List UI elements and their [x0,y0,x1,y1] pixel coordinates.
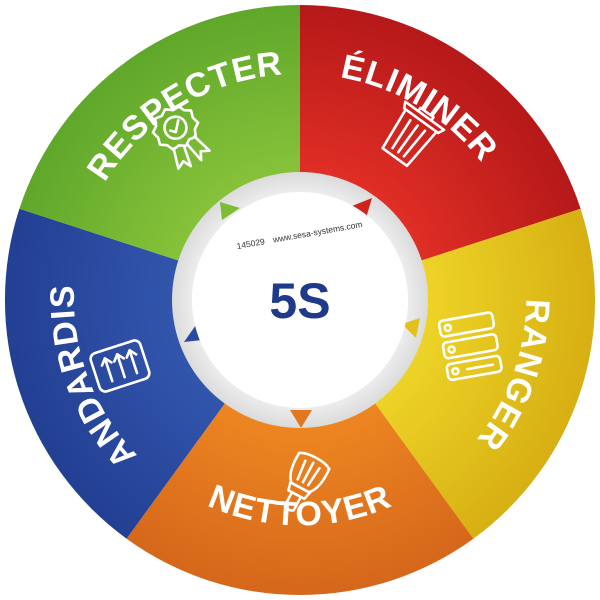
standard-board-icon [89,339,151,393]
arrow-marker-orange [290,410,312,428]
center-code: 145029 [236,236,266,251]
center-title: 5S [269,273,330,329]
arrow-marker-green [220,202,240,220]
trash-bin-icon [381,100,446,168]
segment-nettoyer [126,300,474,596]
center-disc [192,192,408,408]
paint-brush-icon [283,451,331,512]
arrow-marker-yellow [402,318,420,338]
binders-icon [437,311,503,382]
arrow-marker-red [352,198,372,218]
award-ribbon-icon [151,104,211,171]
